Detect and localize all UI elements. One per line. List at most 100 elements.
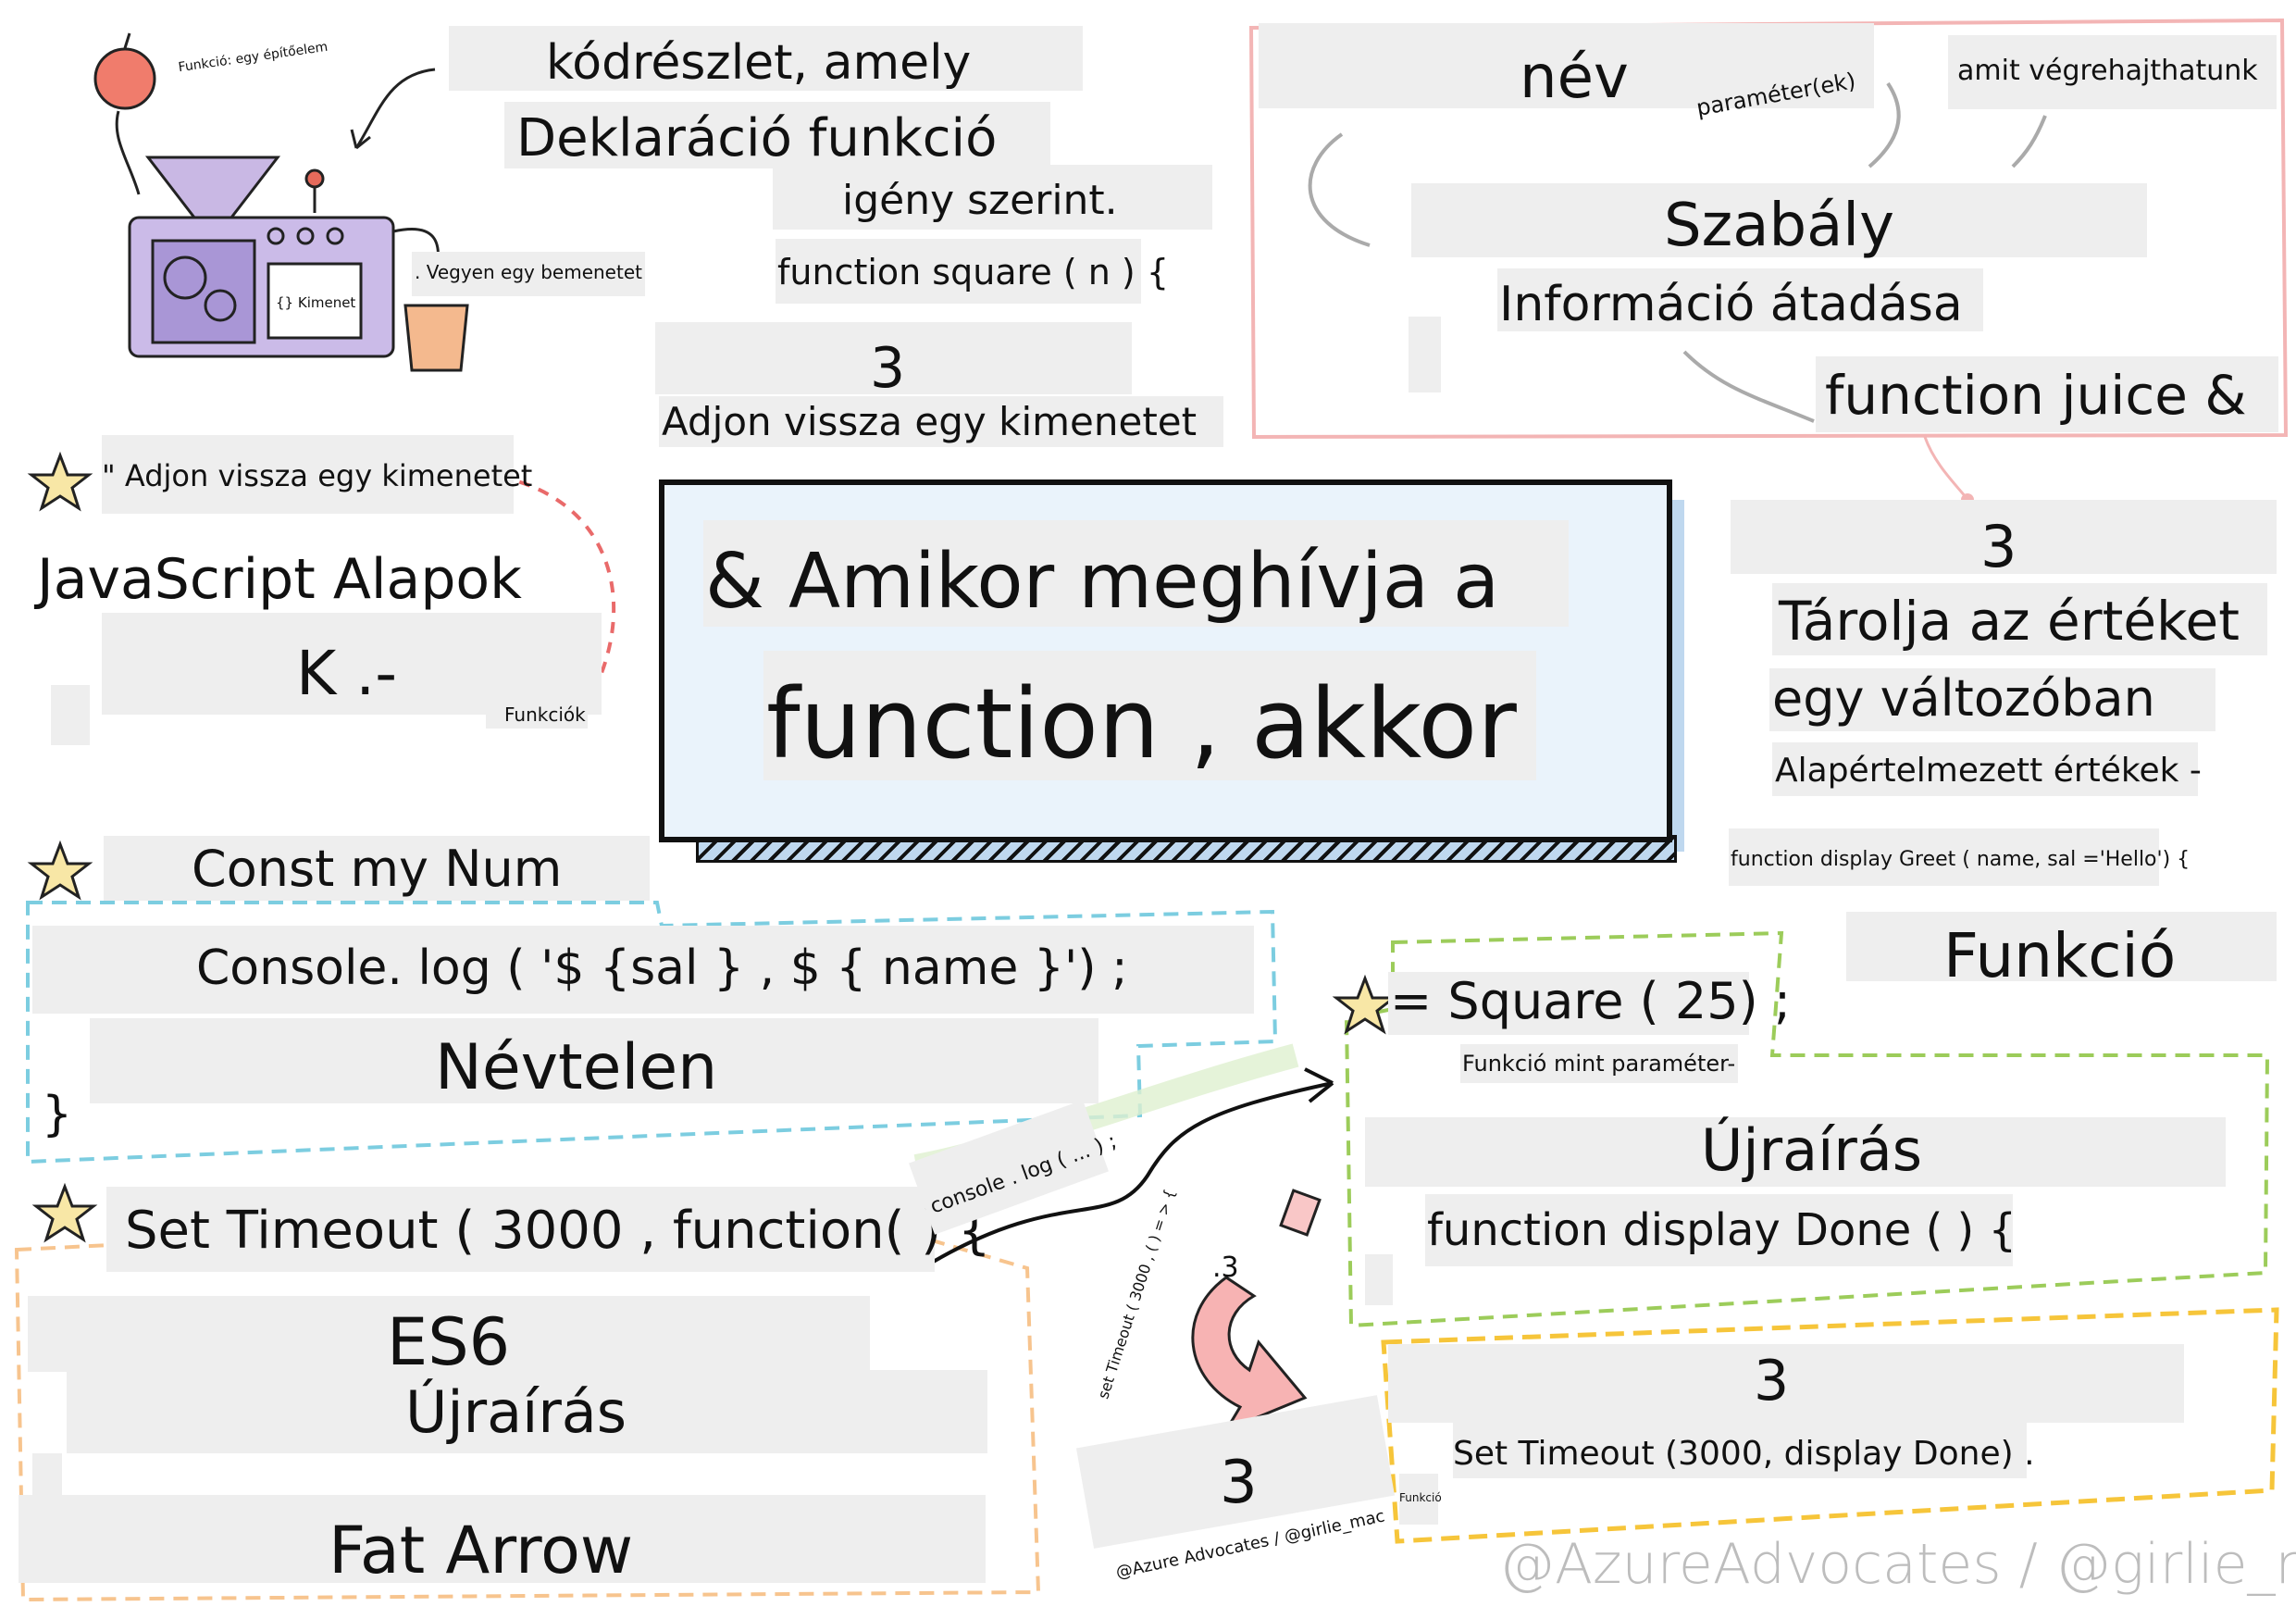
return-output-box [659,396,1223,447]
function-word-text: Funkció [1943,920,2177,991]
functions-text: Funkciók [504,704,586,726]
arrow-icon [1308,132,1371,247]
code-done-box [1425,1194,2013,1266]
store-value-box [1772,583,2267,655]
const-text: Const my Num [192,840,563,898]
k-text: K .- [296,638,398,709]
in-variable-text: egy változóban [1772,669,2155,728]
orange-rewrite-box [67,1370,987,1453]
js-basics-text: JavaScript Alapok [37,547,522,612]
es6-text: ES6 [387,1304,511,1380]
func-param-text: Funkció mint paraméter- [1462,1051,1736,1077]
code-done-text: function display Done ( ) { [1427,1204,2017,1256]
declaration-text: Deklaráció funkció [516,108,998,168]
arrow-icon [354,68,436,149]
orange-dashed-frame [14,1233,1041,1602]
center-line1-box [703,520,1569,627]
rule-box [1411,183,2147,257]
const-box [104,836,650,901]
yellow-dashed-frame [1381,1307,2279,1544]
in-variable-box [1769,668,2215,731]
square-call-text: = Square ( 25) ; [1390,972,1792,1030]
three-text: 3 [870,336,906,401]
output-label-text: {} Kimenet [276,294,356,311]
on-demand-box [773,165,1212,230]
timeout-done-box [1453,1421,2027,1478]
code-juice-text: function juice & [1825,364,2247,427]
blue-dashed-frame [26,901,1278,1164]
return-output-text: Adjon vissza egy kimenetet [662,399,1198,444]
curved-pink-arrow-icon [1191,1276,1308,1434]
declaration-box [504,102,1050,168]
fat-arrow-text: Fat Arrow [329,1513,634,1588]
name-text: név [1520,44,1629,112]
func-small-box [1399,1474,1438,1525]
arrow-icon [115,110,141,195]
function-word-box [1846,912,2277,981]
code-square-text: function square ( n ) { [777,252,1169,293]
snippet-box [449,26,1083,91]
code-square-box [776,239,1141,304]
star-icon [1332,974,1398,1035]
executable-box [1948,35,2277,109]
functions-box [486,699,588,729]
pink-frame [1248,18,2289,440]
defaults-box [1772,742,2198,796]
star-icon [31,1182,98,1243]
info-pass-box [1497,268,1983,331]
star-icon [27,451,93,512]
return-quote-text: " Adjon vissza egy kimenetet [102,458,533,493]
yellow-three-text: 3 [1754,1349,1790,1414]
anonymous-box [90,1018,1098,1103]
k-box [102,613,602,715]
orange-tiny-box [32,1453,62,1500]
code-juice-box [1816,356,2278,432]
three-a-text: .3 [1212,1252,1239,1284]
juicer-machine-icon [128,156,440,358]
green-rewrite-box [1365,1117,2226,1187]
square-call-box [1388,972,1749,1035]
rule-text: Szabály [1664,192,1894,260]
snippet-text: kódrészlet, amely [546,35,972,91]
pink-connector [1923,436,1968,499]
center-line2-text: function , akkor [766,667,1517,780]
defaults-text: Alapértelmezett értékek - [1775,752,2202,790]
juice-glass-icon [403,304,469,372]
pink-dashed-curve [499,475,616,695]
arrow-icon [1868,81,1901,168]
green-rewrite-text: Újraírás [1701,1116,1923,1184]
timeout-text: Set Timeout ( 3000 , function( ) { [125,1201,991,1261]
code-greet-text: function display Greet ( name, sal ='Hel… [1731,848,2191,871]
arrow-icon [928,1081,1334,1265]
orange-rewrite-text: Újraírás [405,1378,627,1446]
tiny-note-box [51,685,90,745]
func-small-text: Funkció [1399,1491,1442,1504]
timeout-done-text: Set Timeout (3000, display Done) . [1453,1435,2035,1473]
anonymous-text: Névtelen [435,1031,718,1104]
console-log-box [32,926,1254,1014]
executable-text: amit végrehajthatunk [1957,55,2258,87]
console-log-text: Console. log ( '$ {sal } , $ { name }') … [196,940,1128,996]
func-param-box [1460,1044,1738,1083]
arrow-icon [1682,350,1815,423]
small-note-box [1409,317,1441,392]
es6-box [28,1296,870,1372]
input-label-text: . Vegyen egy bemenetet [415,261,642,283]
name-box [1259,23,1874,108]
return-quote-box [102,435,514,514]
center-line2-box [763,651,1536,780]
rm-three-text: 3 [1980,513,2017,580]
closing-brace-text: } [42,1087,73,1142]
arrow-icon [2011,115,2047,168]
three-box [655,322,1132,394]
apple-icon [93,32,156,110]
code-greet-box [1729,828,2159,886]
info-pass-text: Információ átadása [1499,277,1963,332]
on-demand-text: igény szerint. [842,177,1118,224]
timeout-box [106,1187,935,1272]
store-value-text: Tárolja az értéket [1779,590,2240,653]
three-b-text: 3 [1220,1449,1258,1517]
center-line1-text: & Amikor meghívja a [705,538,1500,626]
rm-three-box [1731,500,2277,574]
